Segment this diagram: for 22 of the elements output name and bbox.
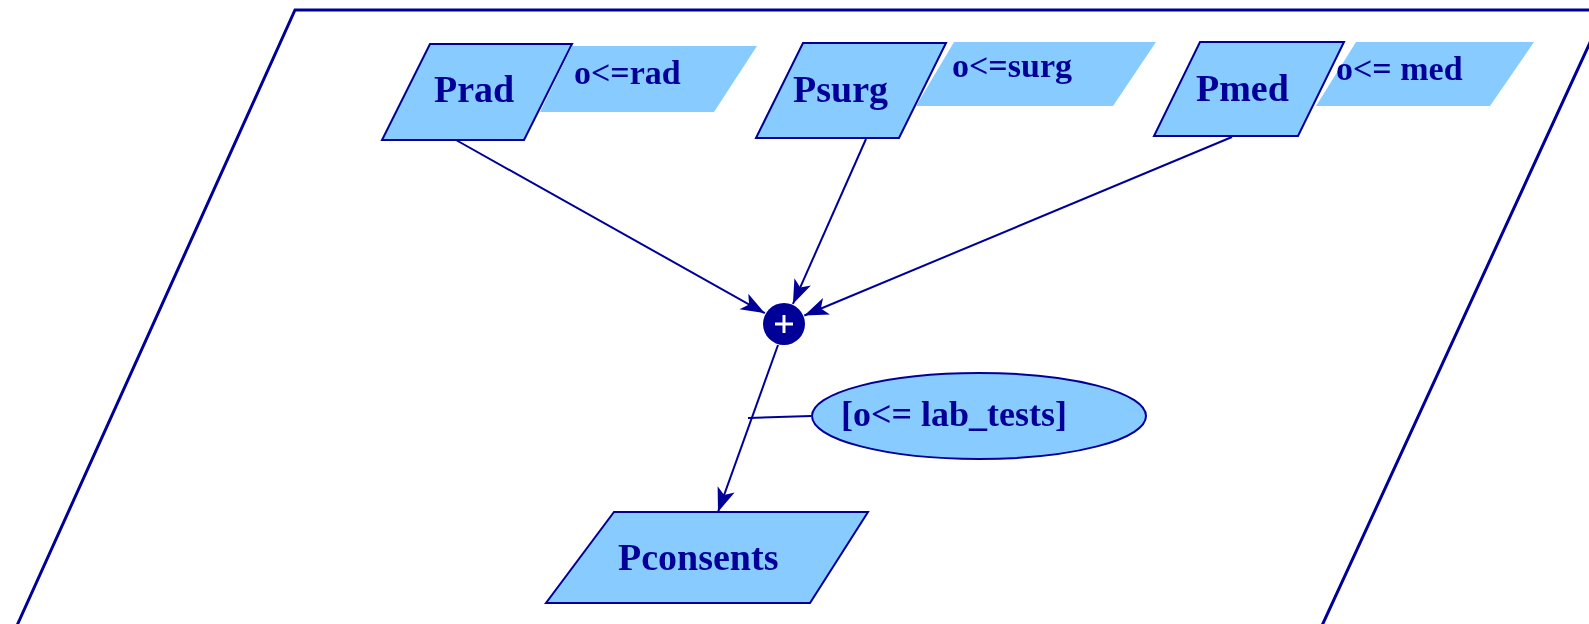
process-parallelogram bbox=[382, 44, 572, 140]
node-label: o<=rad bbox=[574, 56, 681, 90]
condition-tag bbox=[916, 42, 1156, 106]
process-parallelogram bbox=[546, 512, 868, 603]
node-label: Prad bbox=[434, 70, 515, 108]
arrow bbox=[803, 136, 1233, 317]
node-label: Psurg bbox=[793, 70, 888, 108]
condition-ellipse bbox=[811, 372, 1147, 460]
arrow bbox=[717, 344, 779, 513]
node-label: [o<= lab_tests] bbox=[841, 396, 1067, 432]
node-label: Pmed bbox=[1196, 69, 1289, 107]
node-label: Pconsents bbox=[618, 538, 779, 576]
scope-parallelogram bbox=[15, 10, 1589, 624]
node-label: o<=surg bbox=[952, 49, 1072, 83]
condition-tag bbox=[1316, 42, 1534, 106]
leader-line bbox=[747, 415, 812, 419]
arrow bbox=[791, 138, 867, 305]
process-parallelogram bbox=[756, 43, 946, 138]
node-label: o<= med bbox=[1336, 52, 1463, 86]
condition-tag bbox=[540, 46, 757, 112]
merge-circle bbox=[763, 303, 805, 345]
arrow bbox=[455, 139, 766, 315]
